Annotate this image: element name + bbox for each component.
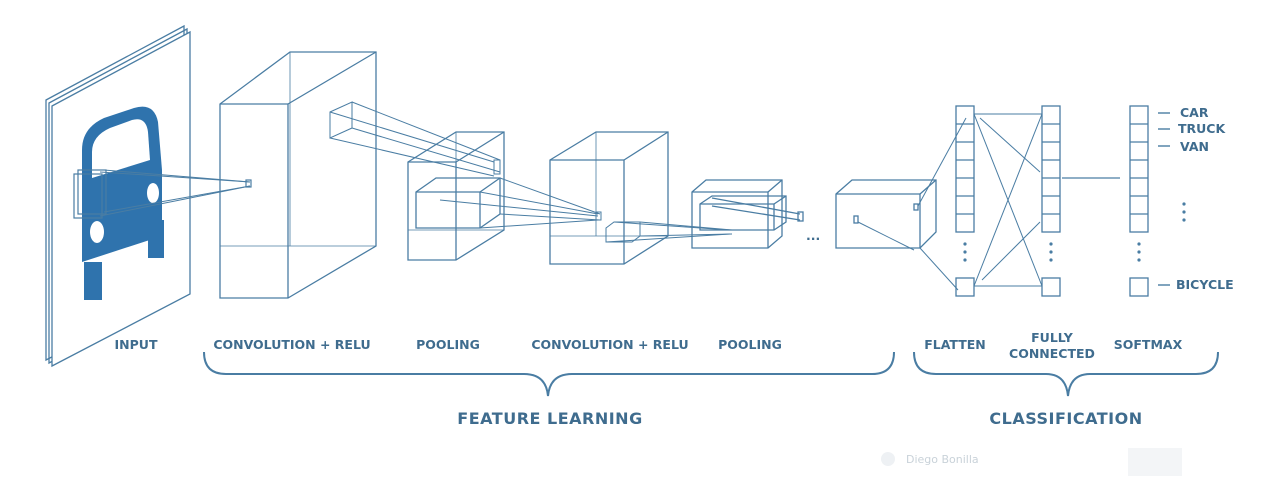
pool1-block <box>407 131 505 261</box>
class-bicycle: BICYCLE <box>1176 277 1234 292</box>
horizontal-ellipsis: ... <box>806 228 820 243</box>
label-conv2: CONVOLUTION + RELU <box>531 337 688 352</box>
class-car: CAR <box>1180 105 1209 120</box>
label-feature-learning: FEATURE LEARNING <box>457 409 642 428</box>
conv2-block <box>549 131 669 265</box>
label-softmax: SOFTMAX <box>1114 337 1183 352</box>
class-dashes <box>1158 112 1170 286</box>
conv2-receptive-field <box>605 221 733 243</box>
fc-connections <box>973 113 1043 287</box>
label-conv1: CONVOLUTION + RELU <box>213 337 370 352</box>
conv1-receptive-field <box>329 101 501 177</box>
conv1-block <box>219 51 377 299</box>
pool2-block <box>691 179 804 249</box>
pool1-connection-lines <box>439 177 602 229</box>
watermark-icon <box>881 452 895 466</box>
class-truck: TRUCK <box>1178 121 1226 136</box>
softmax-column <box>1129 105 1149 297</box>
vertical-ellipsis <box>963 202 1186 262</box>
label-flatten: FLATTEN <box>924 337 986 352</box>
label-pool2: POOLING <box>718 337 782 352</box>
car-icon <box>82 106 164 300</box>
feature-learning-brace <box>203 351 895 397</box>
label-fully: FULLY <box>1031 330 1074 345</box>
final-feature-block <box>835 179 937 251</box>
watermark-logo <box>1128 448 1182 476</box>
label-classification: CLASSIFICATION <box>989 409 1142 428</box>
label-connected: CONNECTED <box>1009 346 1095 361</box>
label-input: INPUT <box>115 337 158 352</box>
classification-brace <box>913 351 1219 397</box>
watermark-text: Diego Bonilla <box>906 453 979 466</box>
fully-connected-column <box>1041 105 1061 297</box>
class-van: VAN <box>1180 139 1209 154</box>
connection-lines <box>99 169 251 217</box>
flatten-column <box>917 105 975 297</box>
label-pool1: POOLING <box>416 337 480 352</box>
